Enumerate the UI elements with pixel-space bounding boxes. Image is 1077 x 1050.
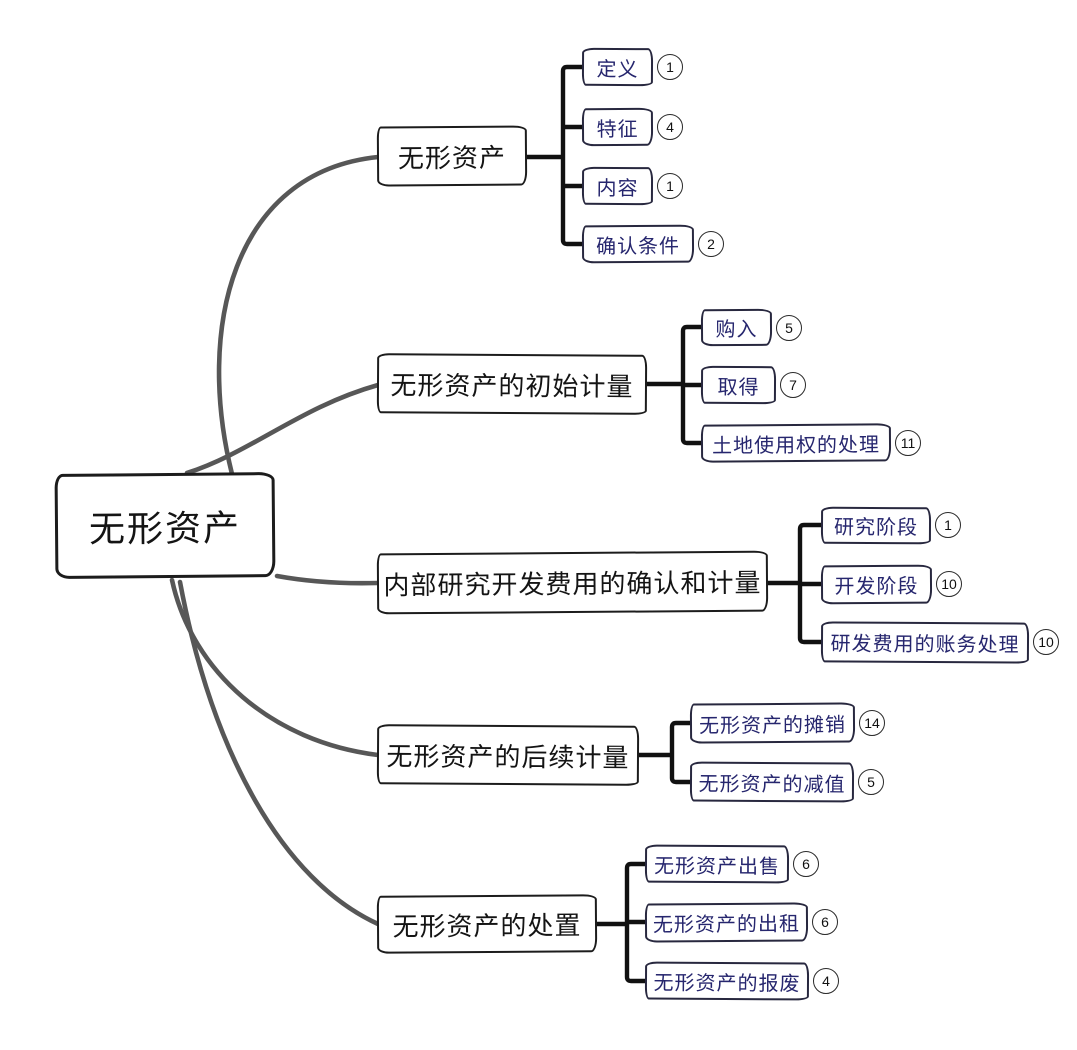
branch-1-child-2-count-badge[interactable]: 4 <box>657 114 683 140</box>
branch-4-child-2-count-badge[interactable]: 5 <box>858 769 884 795</box>
branch-5-topic-label: 无形资产的处置 <box>392 909 582 942</box>
curve-root-to-branch-2 <box>184 382 381 476</box>
elbow-branch-1 <box>524 64 585 247</box>
branch-1-topic[interactable]: 无形资产 <box>376 125 528 187</box>
branch-3-child-1-count-badge[interactable]: 1 <box>935 512 961 538</box>
branch-1-child-1-label: 定义 <box>596 58 639 81</box>
branch-1-child-2-label: 特征 <box>596 118 639 141</box>
branch-2-child-2-label: 取得 <box>717 376 760 399</box>
branch-5-child-2-count-badge[interactable]: 6 <box>812 909 838 935</box>
branch-4-topic[interactable]: 无形资产的后续计量 <box>376 724 640 786</box>
branch-1-child-1-count-badge[interactable]: 1 <box>657 54 683 80</box>
branch-2-child-3-label: 土地使用权的处理 <box>711 433 881 458</box>
root-topic[interactable]: 无形资产 <box>54 472 276 579</box>
branch-5-topic[interactable]: 无形资产的处置 <box>376 894 598 954</box>
branch-5-child-3-count-badge[interactable]: 4 <box>813 968 839 994</box>
branch-1-child-3-count-badge[interactable]: 1 <box>657 173 683 199</box>
branch-1-child-4-topic[interactable]: 确认条件 <box>581 224 695 264</box>
branch-5-child-2-topic[interactable]: 无形资产的出租 <box>644 902 809 943</box>
curve-root-to-branch-1 <box>216 154 381 477</box>
curve-root-to-branch-5 <box>177 579 381 927</box>
branch-4-child-1-count-badge[interactable]: 14 <box>859 710 885 736</box>
branch-3-child-1-label: 研究阶段 <box>833 516 919 540</box>
branch-1-child-4-count-badge[interactable]: 2 <box>698 231 724 257</box>
branch-4-topic-label: 无形资产的后续计量 <box>386 740 630 773</box>
branch-5-child-1-topic[interactable]: 无形资产出售 <box>644 844 790 884</box>
curve-root-to-branch-4 <box>169 577 381 758</box>
branch-1-child-3-label: 内容 <box>596 177 639 200</box>
branch-2-child-1-count-badge[interactable]: 5 <box>776 315 802 341</box>
branch-3-topic[interactable]: 内部研究开发费用的确认和计量 <box>376 550 769 615</box>
elbow-branch-3 <box>765 522 824 645</box>
branch-4-child-1-topic[interactable]: 无形资产的摊销 <box>689 702 856 744</box>
branch-4-child-2-topic[interactable]: 无形资产的减值 <box>689 761 855 803</box>
branch-5-child-2-label: 无形资产的出租 <box>652 913 801 937</box>
branch-1-topic-label: 无形资产 <box>397 142 507 173</box>
elbow-branch-5 <box>594 861 648 984</box>
branch-4-child-2-label: 无形资产的减值 <box>698 773 846 796</box>
branch-2-child-2-topic[interactable]: 取得 <box>700 365 777 405</box>
branch-3-child-2-count-badge[interactable]: 10 <box>936 571 962 597</box>
branch-4-child-1-label: 无形资产的摊销 <box>698 713 847 738</box>
branch-5-child-1-label: 无形资产出售 <box>653 855 781 878</box>
branch-3-child-1-topic[interactable]: 研究阶段 <box>820 506 932 545</box>
branch-1-child-4-label: 确认条件 <box>595 235 681 258</box>
branch-1-child-2-topic[interactable]: 特征 <box>581 107 654 147</box>
branch-3-topic-label: 内部研究开发费用的确认和计量 <box>383 567 762 601</box>
branch-1-child-3-topic[interactable]: 内容 <box>581 166 654 206</box>
elbow-branch-4 <box>636 720 693 785</box>
branch-5-child-1-count-badge[interactable]: 6 <box>793 851 819 877</box>
branch-2-child-1-topic[interactable]: 购入 <box>700 308 773 347</box>
branch-3-child-3-label: 研发费用的账务处理 <box>830 633 1020 657</box>
branch-2-child-3-count-badge[interactable]: 11 <box>895 430 921 456</box>
branch-3-child-3-topic[interactable]: 研发费用的账务处理 <box>820 621 1030 664</box>
branch-2-topic-label: 无形资产的初始计量 <box>390 369 634 402</box>
branch-5-child-3-label: 无形资产的报废 <box>653 972 801 995</box>
root-topic-label: 无形资产 <box>88 506 242 550</box>
branch-2-child-2-count-badge[interactable]: 7 <box>780 372 806 398</box>
branch-3-child-2-topic[interactable]: 开发阶段 <box>820 564 933 605</box>
elbow-branch-2 <box>644 324 704 446</box>
branch-2-topic[interactable]: 无形资产的初始计量 <box>376 353 648 415</box>
branch-1-child-1-topic[interactable]: 定义 <box>581 47 654 87</box>
branch-3-child-2-label: 开发阶段 <box>834 575 919 599</box>
branch-2-child-1-label: 购入 <box>715 318 758 342</box>
branch-2-child-3-topic[interactable]: 土地使用权的处理 <box>700 423 892 463</box>
branch-3-child-3-count-badge[interactable]: 10 <box>1033 629 1059 655</box>
curve-root-to-branch-3 <box>274 573 381 586</box>
branch-5-child-3-topic[interactable]: 无形资产的报废 <box>644 961 810 1001</box>
